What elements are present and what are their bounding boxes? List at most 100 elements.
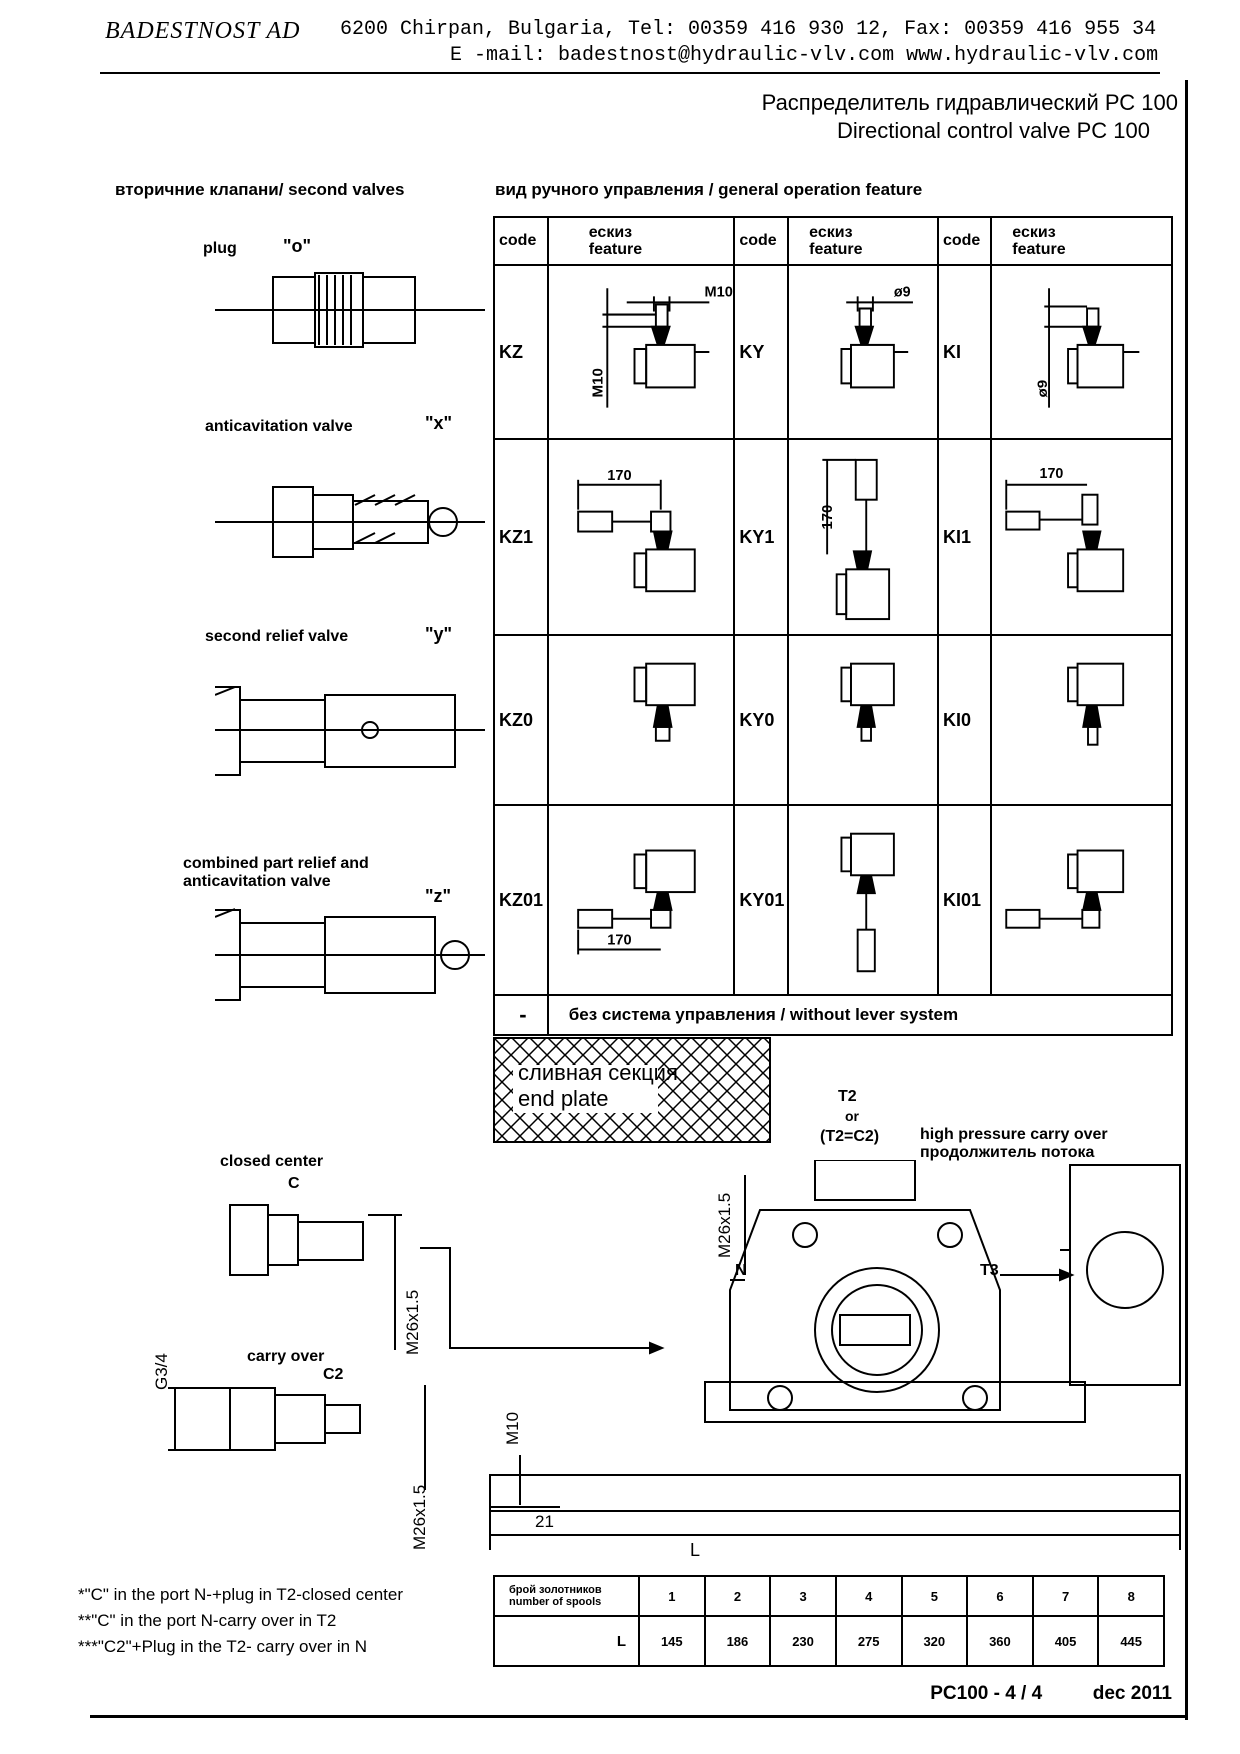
sketch-cell: ø9	[787, 264, 939, 440]
carry-over-label: carry over	[247, 1348, 325, 1365]
dim-21: 21	[535, 1512, 554, 1531]
anticavitation-drawing	[215, 486, 485, 558]
g34-label: G3/4	[152, 1353, 171, 1390]
svg-text:170: 170	[607, 932, 631, 948]
code-header: code	[733, 216, 790, 266]
spool-length: 145	[638, 1615, 706, 1667]
sketch-cell: 170	[990, 438, 1173, 636]
combined-code: "z"	[425, 886, 452, 906]
n-port-label: N	[735, 1262, 747, 1279]
m26-vertical-upper: M26x1.5	[403, 1289, 422, 1355]
code-cell: KI	[936, 264, 993, 440]
spool-length: 445	[1097, 1615, 1165, 1667]
code-header: code	[936, 216, 993, 266]
carry-over-code: C2	[323, 1366, 344, 1383]
spool-count: 2	[703, 1575, 772, 1617]
doc-number: PC100 - 4 / 4	[930, 1683, 1043, 1704]
hp-carry-label: high pressure carry over	[920, 1126, 1108, 1143]
company-address: 6200 Chirpan, Bulgaria, Tel: 00359 416 9…	[340, 18, 1157, 41]
combined-label-1: combined part relief and	[183, 855, 369, 872]
svg-text:ø9: ø9	[1036, 380, 1051, 398]
svg-text:170: 170	[1040, 466, 1064, 482]
relief-drawing	[215, 686, 485, 776]
spool-length: 275	[834, 1615, 903, 1667]
none-text: без система управления / without lever s…	[546, 994, 1174, 1036]
relief-code: "y"	[425, 624, 453, 644]
code-cell: KY0	[733, 634, 790, 806]
code-header: code	[493, 216, 549, 266]
plug-drawing	[215, 272, 485, 348]
sketch-cell	[787, 634, 939, 806]
code-cell: KY1	[733, 438, 790, 636]
closed-center-label: closed center	[220, 1153, 324, 1170]
second-valves-drawings	[215, 272, 485, 1001]
combined-drawing	[215, 908, 485, 1001]
header-rule	[100, 72, 1160, 74]
sketch-cell: 170	[787, 438, 939, 636]
doc-date: dec 2011	[1092, 1683, 1172, 1704]
svg-text:170: 170	[607, 468, 631, 484]
hp-carry-ru: продолжитель потока	[920, 1144, 1095, 1161]
sketch-cell	[990, 634, 1173, 806]
second-valves-heading: вторичние клапани/ second valves	[115, 180, 405, 199]
code-cell: KZ	[493, 264, 549, 440]
relief-label: second relief valve	[205, 628, 349, 645]
svg-text:M10: M10	[590, 368, 606, 397]
code-cell: KZ01	[493, 804, 549, 996]
closed-center-code: C	[288, 1175, 300, 1192]
code-cell: KZ0	[493, 634, 549, 806]
spool-count: 8	[1097, 1575, 1165, 1617]
company-contact: E -mail: badestnost@hydraulic-vlv.com ww…	[450, 44, 1159, 67]
company-name: BADESTNOST AD	[105, 18, 301, 44]
svg-text:M10: M10	[704, 284, 732, 300]
spool-length: 186	[703, 1615, 772, 1667]
svg-text:170: 170	[820, 505, 836, 530]
or-label: or	[845, 1108, 859, 1124]
end-plate-hatch	[493, 1037, 771, 1143]
code-cell: KY	[733, 264, 790, 440]
combined-label-2: anticavitation valve	[183, 873, 331, 890]
sketch-cell	[990, 804, 1173, 996]
code-cell: KI1	[936, 438, 993, 636]
plug-label: plug	[203, 240, 237, 257]
code-cell: KZ1	[493, 438, 549, 636]
m10-label: M10	[503, 1411, 522, 1445]
code-cell: KY01	[733, 804, 790, 996]
svg-text:ø9: ø9	[894, 284, 911, 300]
anticavitation-label: anticavitation valve	[205, 418, 353, 435]
spool-count: 5	[900, 1575, 969, 1617]
sketch-cell	[546, 634, 736, 806]
spool-count: 6	[966, 1575, 1034, 1617]
general-operation-heading: вид ручного управления / general operati…	[495, 180, 923, 199]
spool-count: 3	[769, 1575, 837, 1617]
sketch-cell: 170	[546, 804, 736, 996]
end-plate-en: end plate	[518, 1086, 609, 1111]
spool-length: 405	[1031, 1615, 1100, 1667]
note-1: *"C" in the port N-+plug in T2-closed ce…	[78, 1585, 404, 1604]
code-cell: KI01	[936, 804, 993, 996]
length-row-label: L	[493, 1615, 640, 1667]
frame-bottom	[90, 1715, 1188, 1718]
t3-port-label: T3	[980, 1262, 999, 1279]
dim-l: L	[690, 1540, 701, 1560]
t2c2-label: (T2=C2)	[820, 1128, 880, 1145]
sketch-cell: M10 M10	[546, 264, 736, 440]
none-code: -	[493, 994, 549, 1036]
footer: PC100 - 4 / 4 dec 2011	[930, 1683, 1172, 1705]
spool-length: 320	[900, 1615, 969, 1667]
note-3: ***"C2"+Plug in the T2- carry over in N	[78, 1637, 368, 1656]
end-plate-ru: сливная секция	[518, 1060, 678, 1085]
ports-drawing	[168, 1160, 1181, 1550]
plug-code: "o"	[283, 236, 312, 256]
title-en: Directional control valve PC 100	[836, 118, 1150, 143]
spool-count: 7	[1031, 1575, 1100, 1617]
t2-label: T2	[838, 1088, 857, 1105]
spool-count: 4	[834, 1575, 903, 1617]
m26-vertical-right: M26x1.5	[715, 1192, 734, 1258]
note-2: **"C" in the port N-carry over in T2	[78, 1611, 337, 1630]
